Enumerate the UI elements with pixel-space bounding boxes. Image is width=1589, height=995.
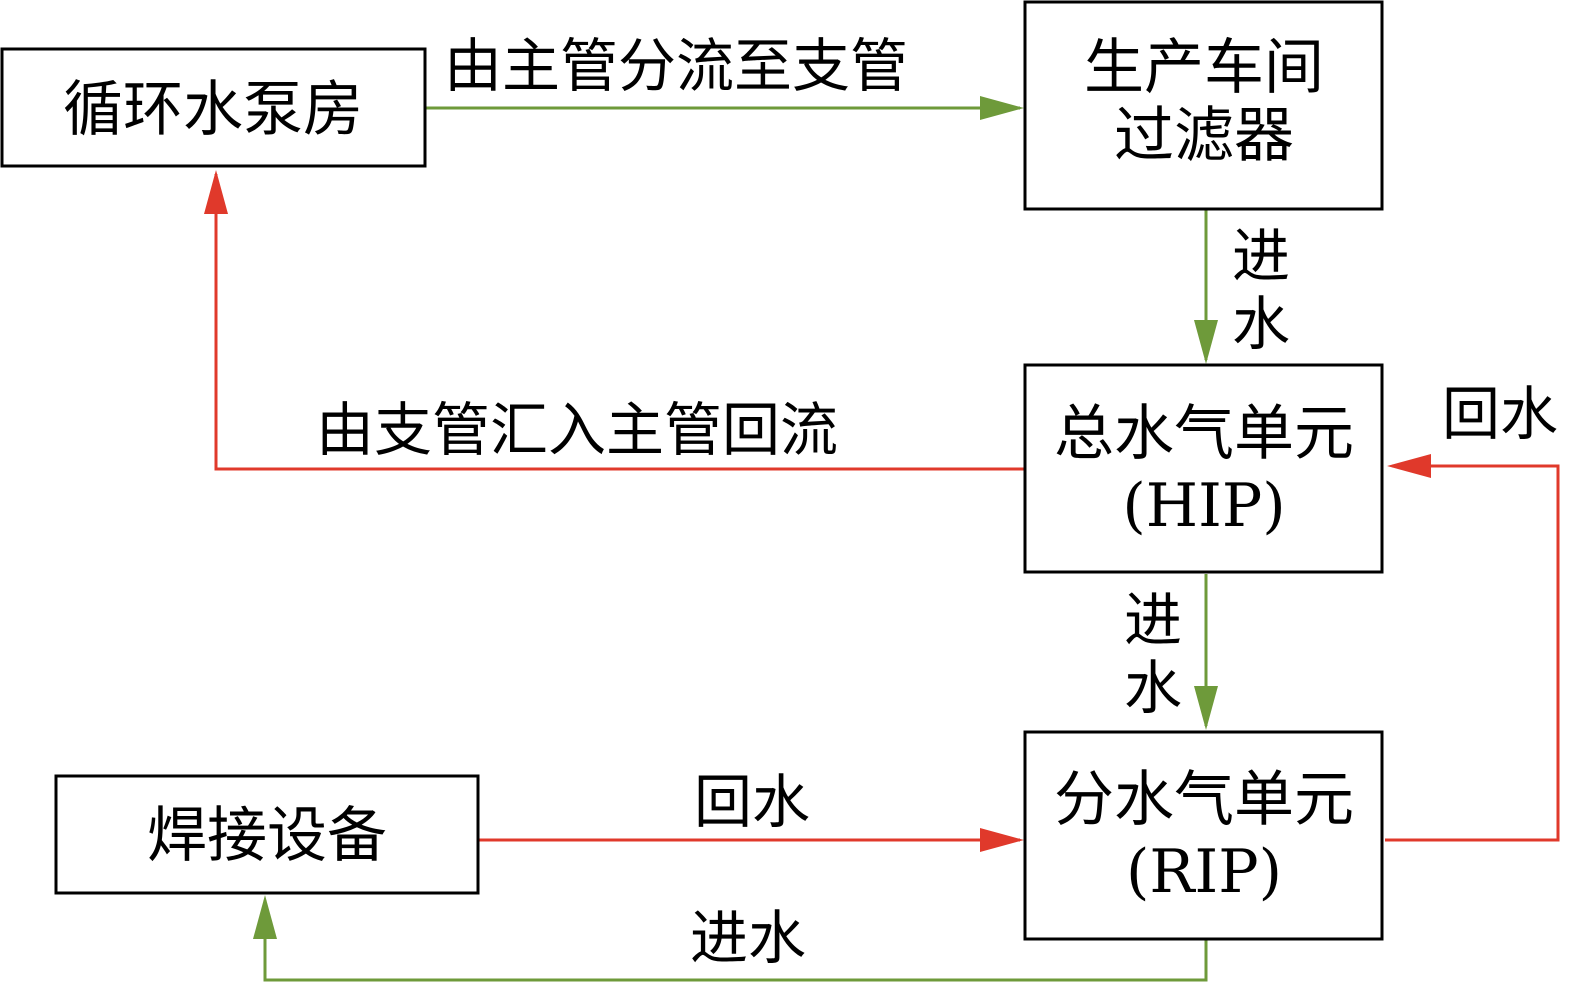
node-pump-room-label: 循环水泵房 [63, 75, 363, 145]
node-workshop-filter-line2: 过滤器 [1114, 101, 1294, 171]
node-hip-line1: 总水气单元 [1054, 399, 1354, 469]
node-hip: 总水气单元 (HIP) [1023, 363, 1384, 574]
node-workshop-filter: 生产车间 过滤器 [1023, 0, 1384, 211]
label-hip-to-rip-1: 进 [1124, 586, 1182, 654]
label-filter-to-hip-2: 水 [1232, 290, 1290, 358]
label-rip-to-welding: 进水 [690, 904, 806, 972]
node-welding: 焊接设备 [54, 774, 480, 895]
node-pump-room: 循环水泵房 [0, 47, 427, 168]
edge-hip-to-pump-return [214, 174, 1025, 471]
node-rip-line2: (RIP) [1126, 837, 1282, 907]
node-workshop-filter-line1: 生产车间 [1084, 33, 1324, 103]
label-welding-to-rip: 回水 [694, 768, 810, 836]
label-branch-to-main-return: 由支管汇入主管回流 [316, 396, 838, 464]
edge-hip-to-rip-arrowhead [1194, 686, 1218, 730]
edge-rip-to-hip-return [1385, 464, 1560, 842]
edge-rip-to-hip-arrowhead [1387, 454, 1431, 478]
edge-pump-to-filter-arrowhead [980, 96, 1024, 120]
label-hip-to-rip-2: 水 [1124, 654, 1182, 722]
label-filter-to-hip-1: 进 [1232, 222, 1290, 290]
node-hip-line2: (HIP) [1122, 471, 1285, 541]
edge-welding-to-rip-arrowhead [980, 828, 1024, 852]
node-welding-label: 焊接设备 [147, 801, 387, 871]
edge-hip-to-pump-arrowhead [204, 170, 228, 214]
edge-rip-to-welding [263, 900, 1208, 982]
label-main-to-branch: 由主管分流至支管 [444, 32, 908, 100]
node-rip: 分水气单元 (RIP) [1023, 730, 1384, 941]
edge-filter-to-hip-arrowhead [1194, 320, 1218, 364]
node-rip-line1: 分水气单元 [1054, 765, 1354, 835]
edge-rip-to-welding-arrowhead [253, 895, 277, 939]
label-rip-to-hip-return: 回水 [1442, 380, 1558, 448]
